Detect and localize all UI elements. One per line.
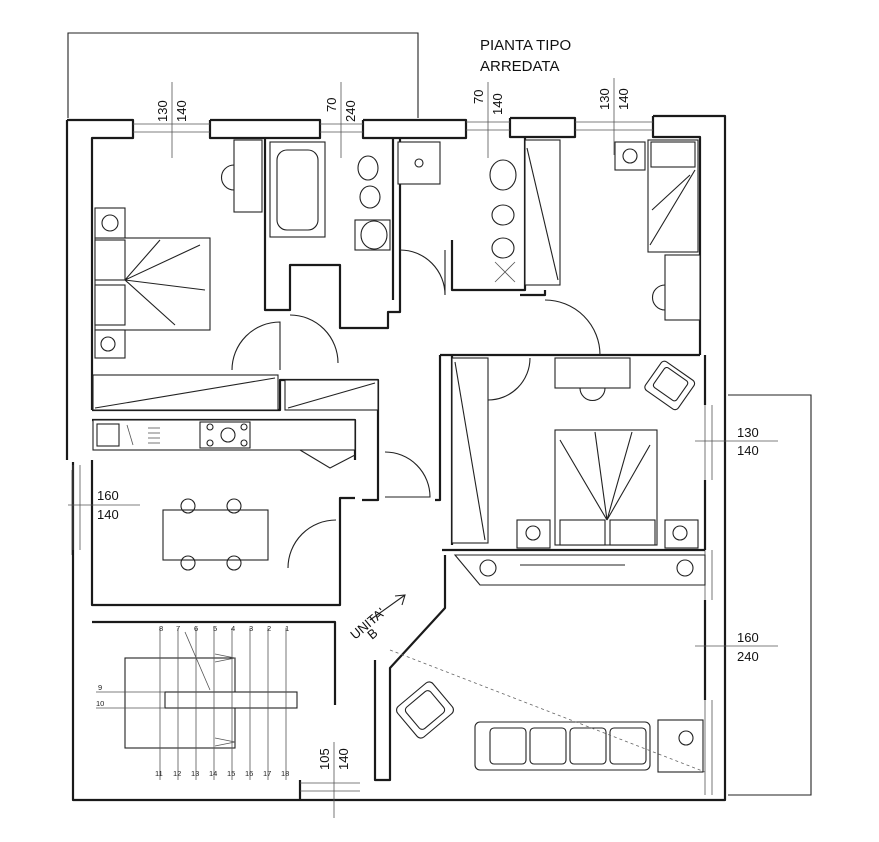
living-side-table bbox=[657, 719, 704, 773]
wardrobe-middle-bedroom bbox=[451, 357, 489, 544]
stair-num: 4 bbox=[231, 624, 235, 633]
dim-bottom: 240 bbox=[737, 649, 759, 664]
armchair-living bbox=[396, 681, 454, 739]
stair-num: 5 bbox=[213, 624, 217, 633]
bed-middle bbox=[554, 429, 658, 546]
dresser-middle-bedroom bbox=[554, 357, 631, 402]
staircase bbox=[96, 628, 298, 780]
bathtub bbox=[269, 141, 326, 238]
window-dim-bath-2: 70 140 bbox=[471, 82, 505, 158]
dim-bottom: 240 bbox=[343, 100, 358, 122]
dim-top: 70 bbox=[471, 90, 486, 104]
dim-bottom: 140 bbox=[174, 100, 189, 122]
dim-top: 130 bbox=[597, 88, 612, 110]
dim-top: 70 bbox=[324, 98, 339, 112]
unit-label-line2: B bbox=[364, 625, 380, 642]
bath2-fixtures bbox=[489, 159, 517, 283]
window-dim-bedroom-right: 130 140 bbox=[597, 78, 631, 155]
balcony-top-left bbox=[67, 32, 419, 118]
dining-table bbox=[162, 498, 269, 571]
stair-num: 15 bbox=[227, 769, 235, 778]
sofa bbox=[474, 721, 651, 771]
nightstand-right bbox=[614, 141, 646, 171]
stair-num: 9 bbox=[98, 683, 102, 692]
stair-num: 11 bbox=[155, 769, 163, 778]
stair-num: 17 bbox=[263, 769, 271, 778]
plan-title-line1: PIANTA TIPO bbox=[480, 37, 571, 54]
tv-cabinet bbox=[453, 554, 706, 586]
stair-numbers: 8 7 6 5 4 3 2 1 9 10 11 12 13 14 15 16 1… bbox=[96, 624, 289, 778]
nightstand-middle-right bbox=[664, 519, 699, 549]
wardrobe-right-bedroom bbox=[524, 139, 561, 286]
stair-num: 3 bbox=[249, 624, 253, 633]
window-openings bbox=[72, 121, 713, 795]
stair-num: 6 bbox=[194, 624, 198, 633]
desk-right-bedroom bbox=[651, 254, 701, 321]
dim-bottom: 140 bbox=[97, 507, 119, 522]
stair-num: 2 bbox=[267, 624, 271, 633]
stair-num: 1 bbox=[285, 624, 289, 633]
nightstand-left-top bbox=[94, 207, 126, 239]
door-swings bbox=[231, 249, 601, 569]
stair-num: 8 bbox=[159, 624, 163, 633]
stair-num: 14 bbox=[209, 769, 217, 778]
unit-label-line1: UNITA' bbox=[347, 605, 388, 643]
shower-tray bbox=[397, 141, 441, 185]
balcony-right bbox=[728, 394, 812, 796]
dim-bottom: 140 bbox=[737, 443, 759, 458]
stair-num: 13 bbox=[191, 769, 199, 778]
stair-num: 12 bbox=[173, 769, 181, 778]
dim-bottom: 140 bbox=[616, 88, 631, 110]
desk-left-bedroom bbox=[220, 139, 263, 213]
stair-num: 10 bbox=[96, 699, 104, 708]
single-bed-right bbox=[647, 139, 699, 253]
stair-num: 18 bbox=[281, 769, 289, 778]
window-dim-bedroom-left: 130 140 bbox=[155, 82, 189, 158]
dim-top: 160 bbox=[97, 488, 119, 503]
window-dim-stair: 105 140 bbox=[317, 742, 351, 818]
nightstand-middle-left bbox=[516, 519, 551, 549]
bed-left bbox=[94, 237, 211, 331]
dim-bottom: 140 bbox=[336, 748, 351, 770]
dim-bottom: 140 bbox=[490, 93, 505, 115]
dim-top: 105 bbox=[317, 748, 332, 770]
window-dim-bedroom-middle: 130 140 bbox=[695, 425, 778, 458]
diagonal-guide bbox=[389, 649, 706, 773]
wardrobe-left bbox=[92, 374, 379, 411]
plan-title-line2: ARREDATA bbox=[480, 58, 559, 75]
window-dim-living: 160 240 bbox=[695, 630, 778, 664]
stair-num: 16 bbox=[245, 769, 253, 778]
dim-top: 160 bbox=[737, 630, 759, 645]
outer-walls bbox=[65, 114, 727, 802]
dim-top: 130 bbox=[737, 425, 759, 440]
bath1-fixtures bbox=[354, 155, 391, 251]
kitchen-counter bbox=[92, 419, 356, 469]
nightstand-left-bottom bbox=[94, 329, 126, 359]
window-dim-kitchen: 160 140 bbox=[68, 488, 140, 522]
window-dim-bath-1: 70 240 bbox=[324, 82, 358, 158]
stair-num: 7 bbox=[176, 624, 180, 633]
armchair-middle-bedroom bbox=[644, 360, 696, 411]
dim-top: 130 bbox=[155, 100, 170, 122]
entrance-arrow bbox=[369, 594, 406, 621]
